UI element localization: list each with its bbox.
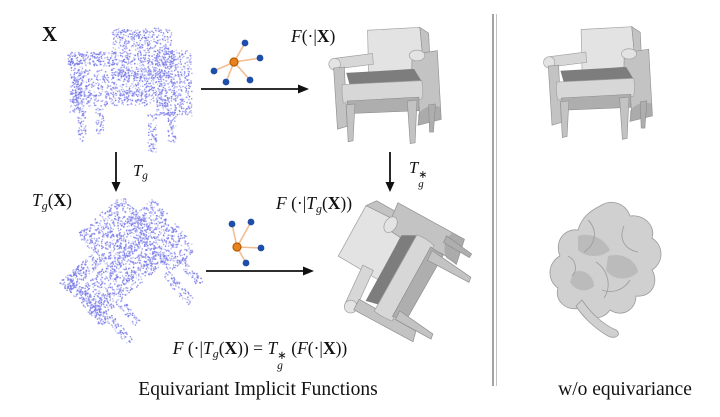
neural-graph-icon — [210, 39, 264, 86]
transformed-pointcloud-label: Tg(X) — [32, 190, 72, 213]
equivariance-equation: F (·|Tg(X)) = T∗g (F(·|X)) — [172, 338, 348, 372]
f-of-x-label: F(·|X) — [291, 26, 336, 46]
tg-star-transform-label: T∗g — [409, 158, 428, 191]
rotated-chair-mesh — [312, 185, 488, 359]
input-pointcloud-label: X — [42, 22, 58, 46]
reconstructed-chair-mesh — [328, 26, 442, 145]
arrow-right-icon — [206, 266, 314, 276]
arrow-right-icon — [201, 84, 309, 94]
tg-transform-label: Tg — [133, 161, 148, 183]
equivariant-result-chair-mesh — [543, 26, 653, 140]
transformed-point-cloud — [59, 198, 204, 344]
f-of-tg-x-label: F (·|Tg(X)) — [276, 193, 353, 216]
left-panel-caption: Equivariant Implicit Functions — [138, 379, 378, 400]
failed-reconstruction-mesh — [549, 202, 662, 338]
right-panel-caption: w/o equivariance — [558, 379, 692, 400]
panel-divider — [492, 14, 497, 386]
arrow-down-icon — [385, 152, 395, 192]
arrow-down-icon — [111, 152, 121, 192]
input-point-cloud — [67, 27, 193, 153]
neural-graph-icon — [228, 218, 265, 267]
